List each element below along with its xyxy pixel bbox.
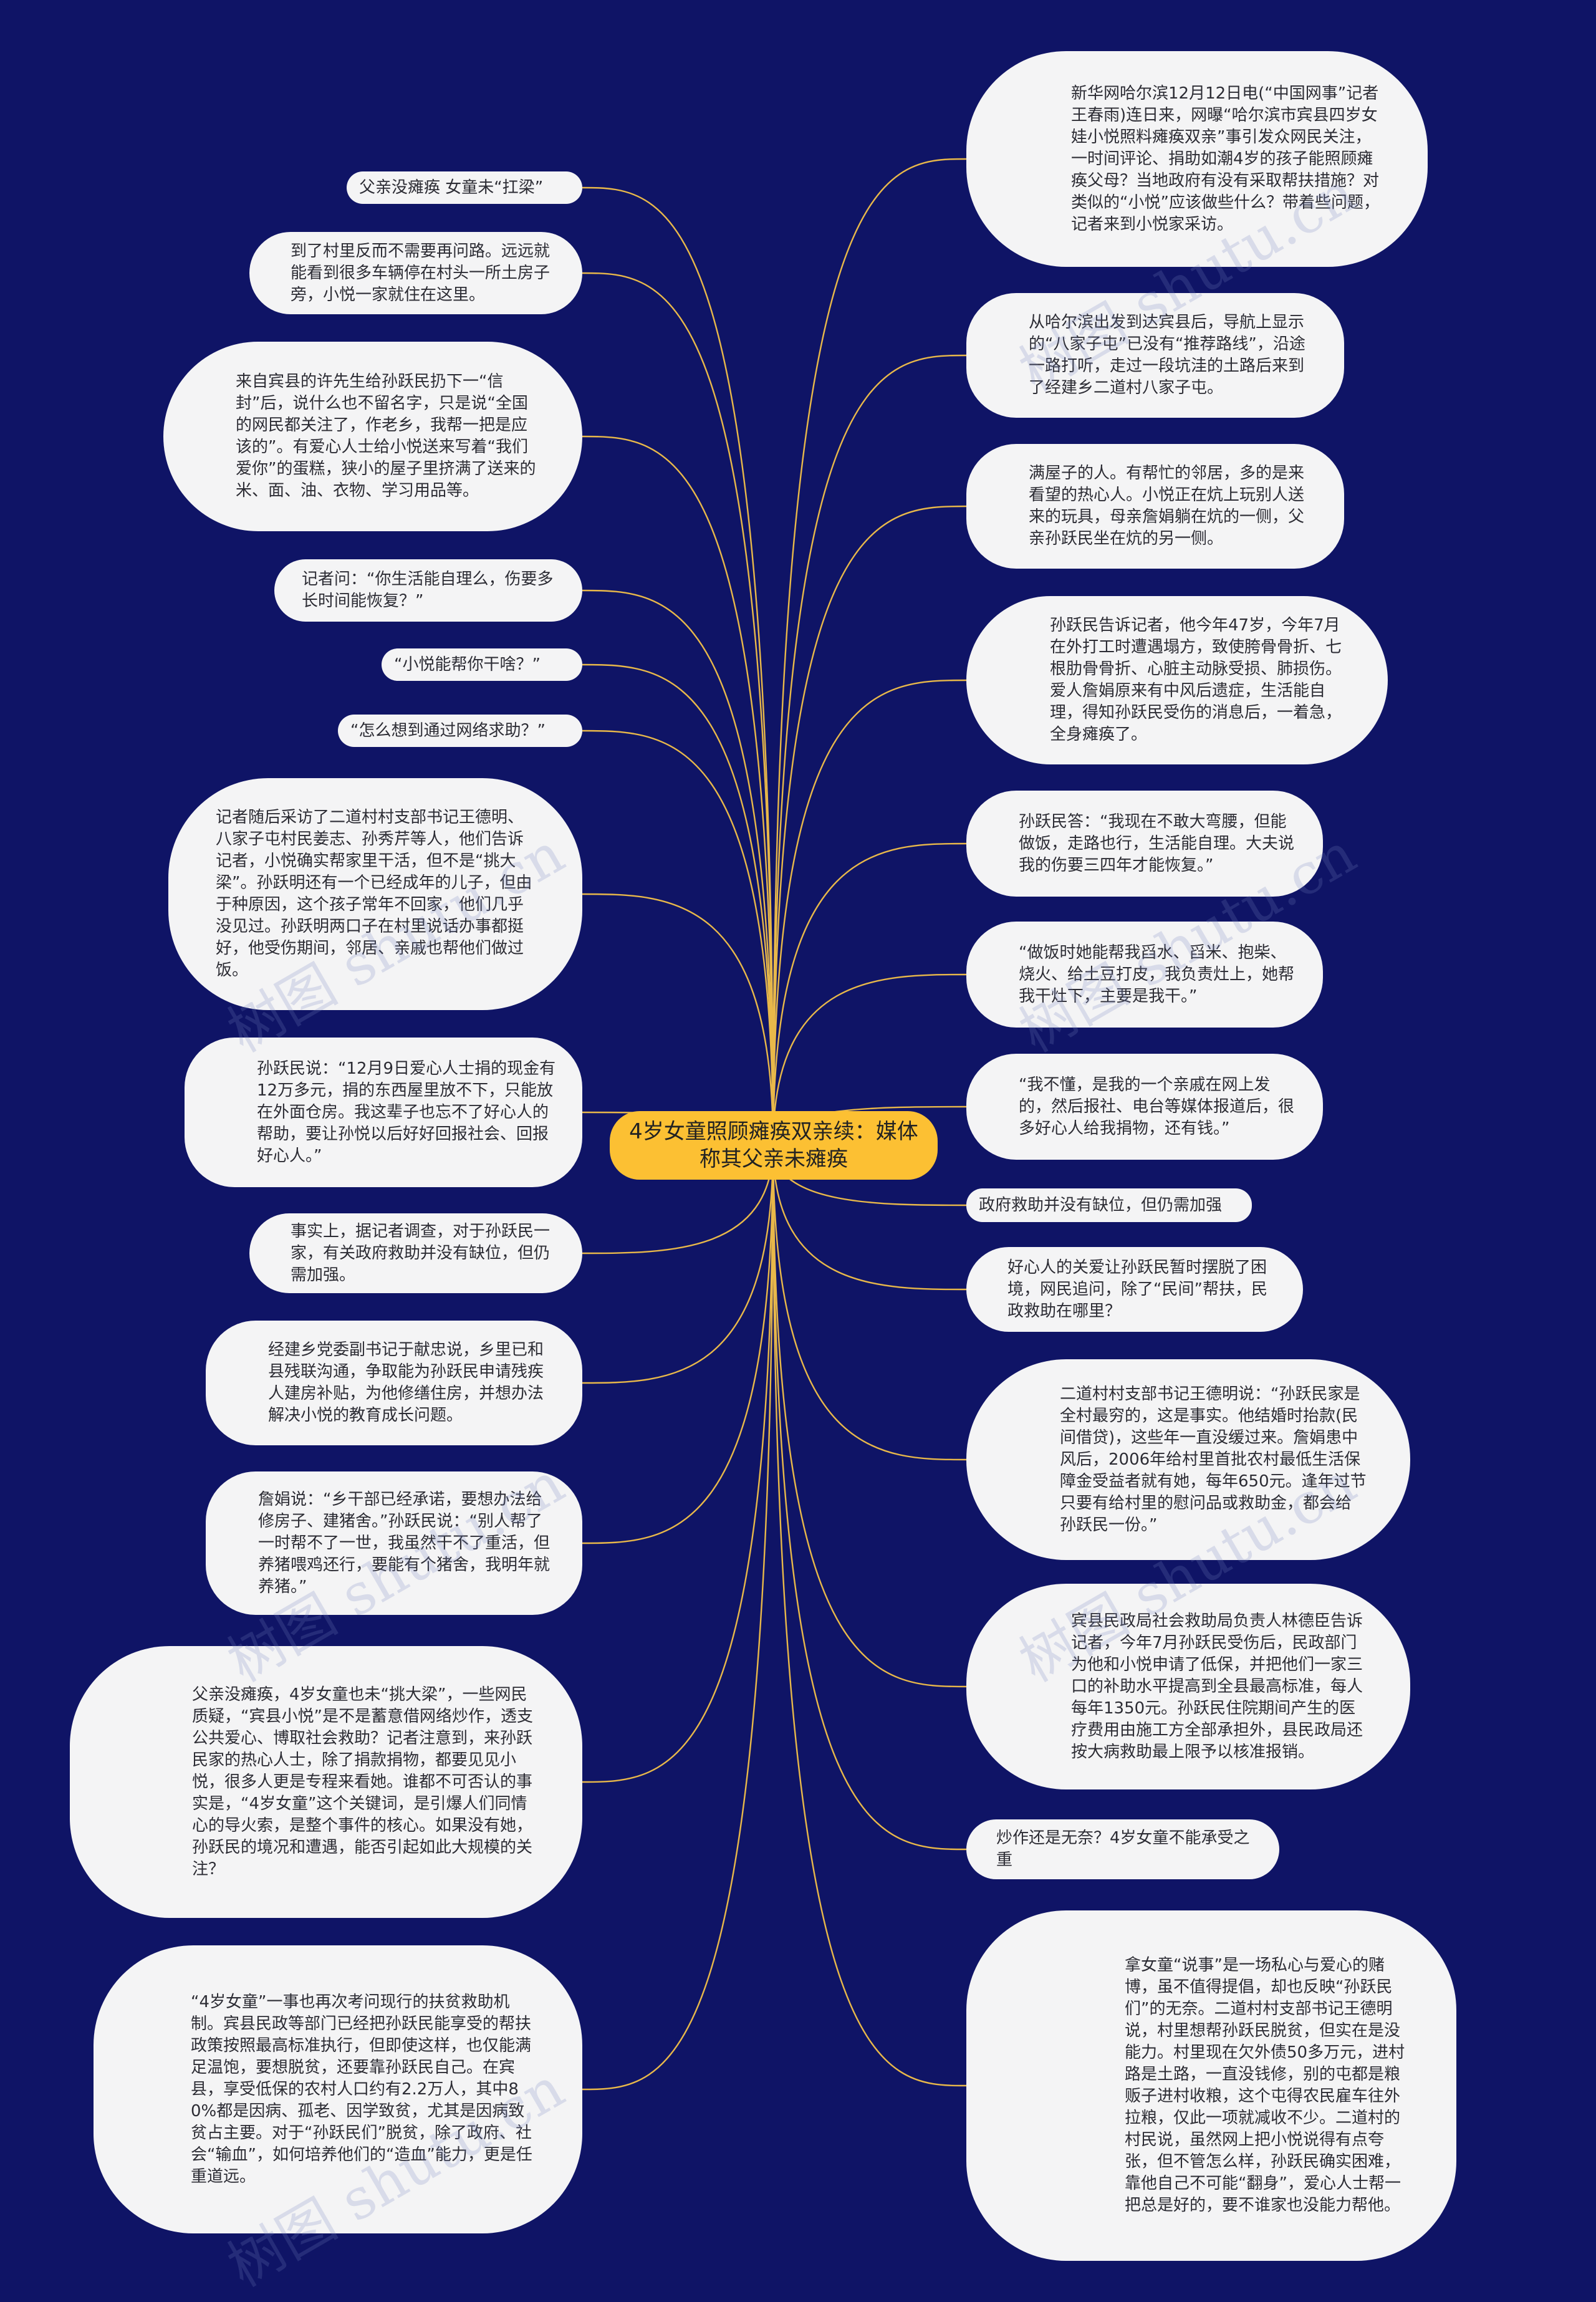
topic-l10[interactable]: 经建乡党委副书记于献忠说，乡里已和县残联沟通，争取能为孙跃民申请残疾人建房补贴，… [206, 1321, 582, 1445]
connector-line [582, 272, 774, 1146]
connector-line [582, 435, 774, 1146]
topic-l7[interactable]: 记者随后采访了二道村村支部书记王德明、八家子屯村民姜志、孙秀芹等人，他们告诉记者… [168, 778, 582, 1010]
topic-r9[interactable]: 好心人的关爱让孙跃民暂时摆脱了困境，网民追问，除了“民间”帮扶，民政救助在哪里？ [966, 1247, 1303, 1332]
topic-l1[interactable]: 父亲没瘫痪 女童未“扛梁” [347, 171, 582, 204]
topic-r3[interactable]: 满屋子的人。有帮忙的邻居，多的是来看望的热心人。小悦正在炕上玩别人送来的玩具，母… [966, 444, 1344, 569]
connector-line [772, 679, 967, 1146]
connector-line [772, 1145, 967, 1291]
topic-l2[interactable]: 到了村里反而不需要再问路。远远就能看到很多车辆停在村头一所土房子旁，小悦一家就住… [249, 232, 582, 314]
topic-l8[interactable]: 孙跃民说：“12月9日爱心人士捐的现金有12万多元，捐的东西屋里放不下，只能放在… [185, 1038, 582, 1187]
connector-line [582, 1145, 774, 2091]
connector-line [772, 973, 967, 1146]
root-topic-label: 4岁女童照顾瘫痪双亲续：媒体称其父亲未瘫痪 [629, 1119, 918, 1172]
topic-l12[interactable]: 父亲没瘫痪，4岁女童也未“挑大梁”，一些网民质疑，“宾县小悦”是不是蓄意借网络炒… [70, 1646, 582, 1918]
connector-line [772, 842, 967, 1146]
topic-l4[interactable]: 记者问：“你生活能自理么，伤要多长时间能恢复？” [274, 559, 582, 622]
connector-line [772, 1145, 967, 2087]
connector-line [582, 1145, 774, 1384]
connector-line [582, 663, 774, 1146]
connector-line [772, 1145, 967, 1688]
topic-l11[interactable]: 詹娟说：“乡干部已经承诺，要想办法给修房子、建猪舍。”孙跃民说：“别人帮了一时帮… [206, 1471, 582, 1615]
connector-line [582, 589, 774, 1146]
topic-r11[interactable]: 宾县民政局社会救助局负责人林德臣告诉记者，今年7月孙跃民受伤后，民政部门为他和小… [966, 1584, 1410, 1789]
connector-line [772, 505, 967, 1146]
connector-line [582, 186, 774, 1146]
connector-line [772, 1145, 967, 1461]
topic-l5[interactable]: “小悦能帮你干啥？” [382, 648, 582, 681]
connector-line [582, 730, 774, 1146]
topic-l13[interactable]: “4岁女童”一事也再次考问现行的扶贫救助机制。宾县民政等部门已经把孙跃民能享受的… [94, 1945, 582, 2233]
connector-line [772, 354, 967, 1146]
topic-r2[interactable]: 从哈尔滨出发到达宾县后，导航上显示的“八家子屯”已没有“推荐路线”，沿途一路打听… [966, 293, 1344, 418]
topic-l9[interactable]: 事实上，据记者调查，对于孙跃民一家，有关政府救助并没有缺位，但仍需加强。 [249, 1213, 582, 1293]
topic-r6[interactable]: “做饭时她能帮我舀水、舀米、抱柴、烧火、给土豆打皮，我负责灶上，她帮我干灶下，主… [966, 922, 1323, 1028]
connector-line [582, 893, 774, 1146]
topic-r4[interactable]: 孙跃民告诉记者，他今年47岁，今年7月在外打工时遭遇塌方，致使胯骨骨折、七根肋骨… [966, 596, 1388, 764]
topic-r10[interactable]: 二道村村支部书记王德明说：“孙跃民家是全村最穷的，这是事实。他结婚时抬款(民间借… [966, 1359, 1410, 1560]
topic-l3[interactable]: 来自宾县的许先生给孙跃民扔下一“信封”后，说什么也不留名字，只是说“全国的网民都… [163, 342, 582, 531]
connector-line [772, 158, 967, 1146]
topic-r8[interactable]: 政府救助并没有缺位，但仍需加强 [966, 1188, 1252, 1222]
topic-r7[interactable]: “我不懂，是我的一个亲戚在网上发的，然后报社、电台等媒体报道后，很多好心人给我捐… [966, 1054, 1323, 1160]
topic-r12[interactable]: 炒作还是无奈？4岁女童不能承受之重 [966, 1819, 1279, 1879]
topic-r13[interactable]: 拿女童“说事”是一场私心与爱心的赌博，虽不值得提倡，却也反映“孙跃民们”的无奈。… [966, 1910, 1456, 2261]
connector-line [582, 1145, 774, 1544]
connector-line [582, 1145, 774, 1255]
topic-r5[interactable]: 孙跃民答：“我现在不敢大弯腰，但能做饭，走路也行，生活能自理。大夫说我的伤要三四… [966, 791, 1323, 897]
root-topic[interactable]: 4岁女童照顾瘫痪双亲续：媒体称其父亲未瘫痪 [610, 1111, 938, 1180]
topic-r1[interactable]: 新华网哈尔滨12月12日电(“中国网事”记者王春雨)连日来，网曝“哈尔滨市宾县四… [966, 51, 1428, 267]
connector-line [582, 1145, 774, 1783]
connector-line [772, 1145, 967, 1851]
topic-l6[interactable]: “怎么想到通过网络求助？” [338, 715, 582, 747]
